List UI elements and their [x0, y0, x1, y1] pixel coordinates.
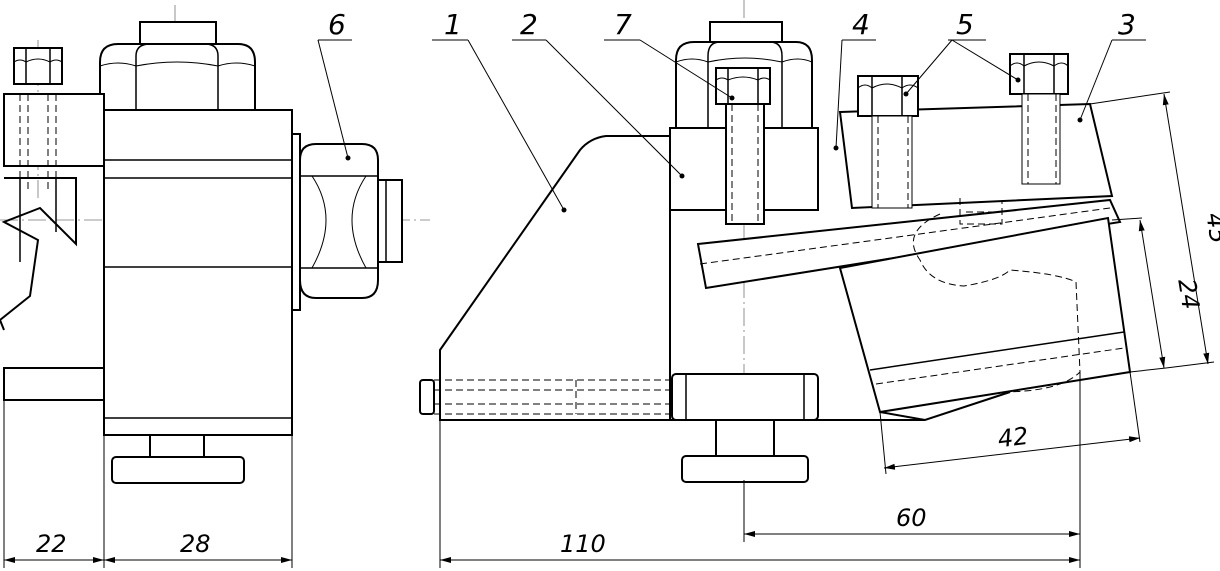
front-view: [419, 0, 1132, 560]
callout-2: 2: [520, 8, 538, 41]
callout-6: 6: [328, 8, 346, 41]
dimension-24: 24: [1172, 277, 1204, 312]
clamp-block-part-2: [669, 21, 819, 225]
callout-7: 7: [614, 8, 632, 41]
body-part-1: [439, 135, 671, 421]
bottom-thumb-screw: [111, 434, 245, 484]
callout-1: 1: [444, 8, 462, 41]
side-nut: [291, 133, 403, 311]
dimension-22: 22: [36, 530, 67, 558]
clamp-bolts-part-5: [857, 53, 1069, 209]
dimension-lines: [3, 91, 1215, 568]
tool-holder-body: [103, 109, 293, 436]
dovetail-jaw: [0, 177, 77, 331]
callout-5: 5: [956, 8, 974, 41]
left-clamp-bolt: [3, 47, 105, 192]
dimension-28: 28: [180, 530, 211, 558]
callout-4: 4: [852, 8, 870, 41]
callout-3: 3: [1118, 8, 1136, 41]
dimension-42: 42: [996, 422, 1030, 454]
dimension-60: 60: [896, 504, 927, 532]
dimension-110: 110: [560, 530, 606, 558]
front-left-screw: [419, 379, 670, 415]
front-thumb-screw: [671, 373, 819, 483]
dimension-45: 45: [1200, 211, 1220, 246]
base-slide: [3, 367, 105, 401]
callout-leaders: [317, 39, 1146, 213]
top-nut: [99, 21, 256, 111]
side-view: [0, 5, 430, 484]
